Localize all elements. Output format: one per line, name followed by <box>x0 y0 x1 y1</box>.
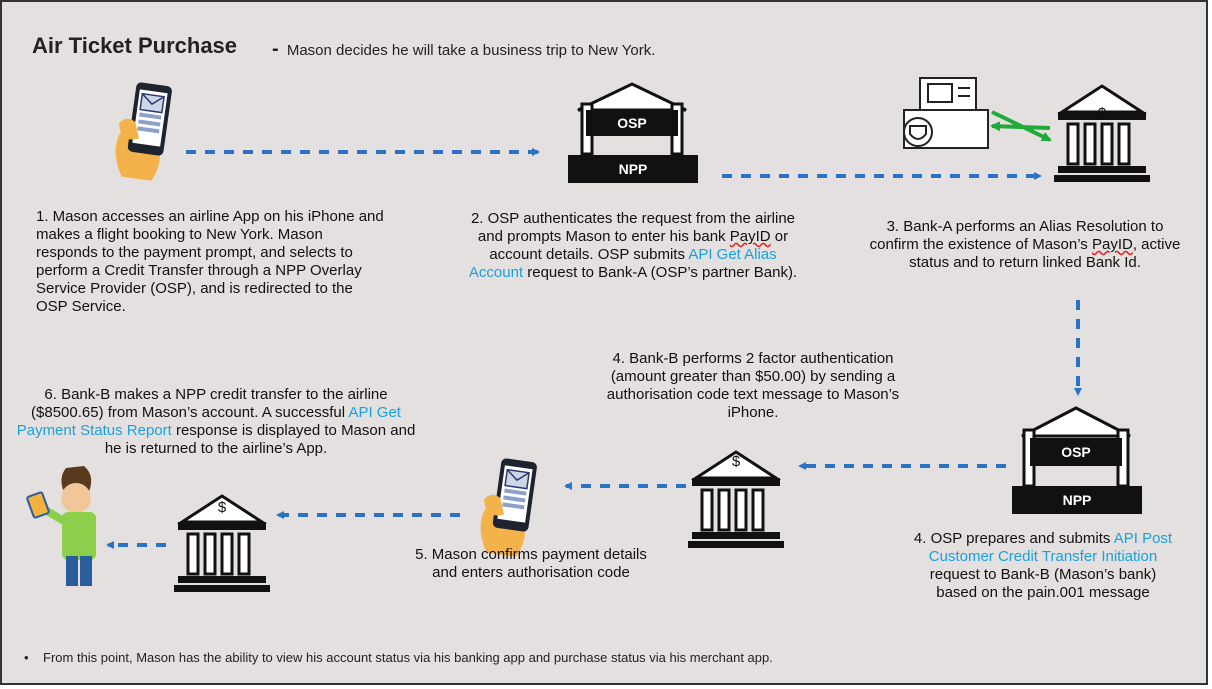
osp-npp-bank-bottom <box>1012 406 1142 514</box>
step4b-text-a: 4. OSP prepares and submits <box>913 530 1111 547</box>
step6-text: 6. Bank-B makes a NPP credit transfer to… <box>16 386 416 458</box>
step1-text: 1. Mason accesses an airline App on his … <box>36 208 384 315</box>
osp-label-bottom: OSP <box>1061 444 1091 460</box>
npp-label-bottom: NPP <box>1063 492 1092 508</box>
bank-a-dollar: $ <box>1098 105 1107 122</box>
subtitle-text: Mason decides he will take a business tr… <box>286 42 656 59</box>
phone-icon <box>110 79 174 183</box>
step3-payid: PayID <box>1091 236 1133 253</box>
step3-text: 3. Bank-A performs an Alias Resolution t… <box>860 218 1190 272</box>
step4b-text-b: request to Bank-B (Mason’s bank) based o… <box>929 566 1157 601</box>
step6-api-link: API Get Payment Status Report <box>16 404 401 439</box>
step4b-api-link: API Post Customer Credit Transfer Initia… <box>928 530 1173 565</box>
step6-text-a: 6. Bank-B makes a NPP credit transfer to… <box>31 386 388 421</box>
step4a-text: 4. Bank-B performs 2 factor authenticati… <box>606 350 900 421</box>
osp-npp-bank-top <box>568 82 698 183</box>
phone-icon-2 <box>475 455 539 559</box>
step2-api-link: API Get Alias Account <box>468 246 777 281</box>
step3-text-a: 3. Bank-A performs an Alias Resolution t… <box>869 218 1164 253</box>
footer-note: • From this point, Mason has the ability… <box>24 650 773 665</box>
step5-text: 5. Mason confirms payment details and en… <box>415 546 647 581</box>
step2-text-b: or account details. OSP submits <box>489 228 789 263</box>
subtitle-dash: - <box>272 38 279 60</box>
step2-text: 2. OSP authenticates the request from th… <box>468 210 798 282</box>
bank-b-left-dollar: $ <box>218 499 227 516</box>
step4b-text: 4. OSP prepares and submits API Post Cus… <box>912 530 1174 602</box>
diagram-title: Air Ticket Purchase <box>32 33 238 58</box>
merchant-pos-icon <box>903 77 989 149</box>
green-arrow-left <box>990 121 1051 132</box>
step2-text-c: request to Bank-A (OSP’s partner Bank). <box>527 264 798 281</box>
bank-b-dollar: $ <box>732 453 741 470</box>
step6-text-b: response is displayed to Mason and he is… <box>104 422 416 457</box>
step2-payid: PayID <box>729 228 771 245</box>
footer-bullet: • <box>24 650 29 665</box>
footer-text: From this point, Mason has the ability t… <box>43 650 773 665</box>
diagram-subtitle: - Mason decides he will take a business … <box>272 38 655 61</box>
step3-text-b: , active status and to return linked Ban… <box>909 236 1181 271</box>
mason-person-icon <box>26 466 96 586</box>
osp-label-top: OSP <box>617 115 647 131</box>
step2-text-a: 2. OSP authenticates the request from th… <box>470 210 796 245</box>
npp-label-top: NPP <box>619 161 648 177</box>
bank-a-icon <box>1052 84 1152 184</box>
